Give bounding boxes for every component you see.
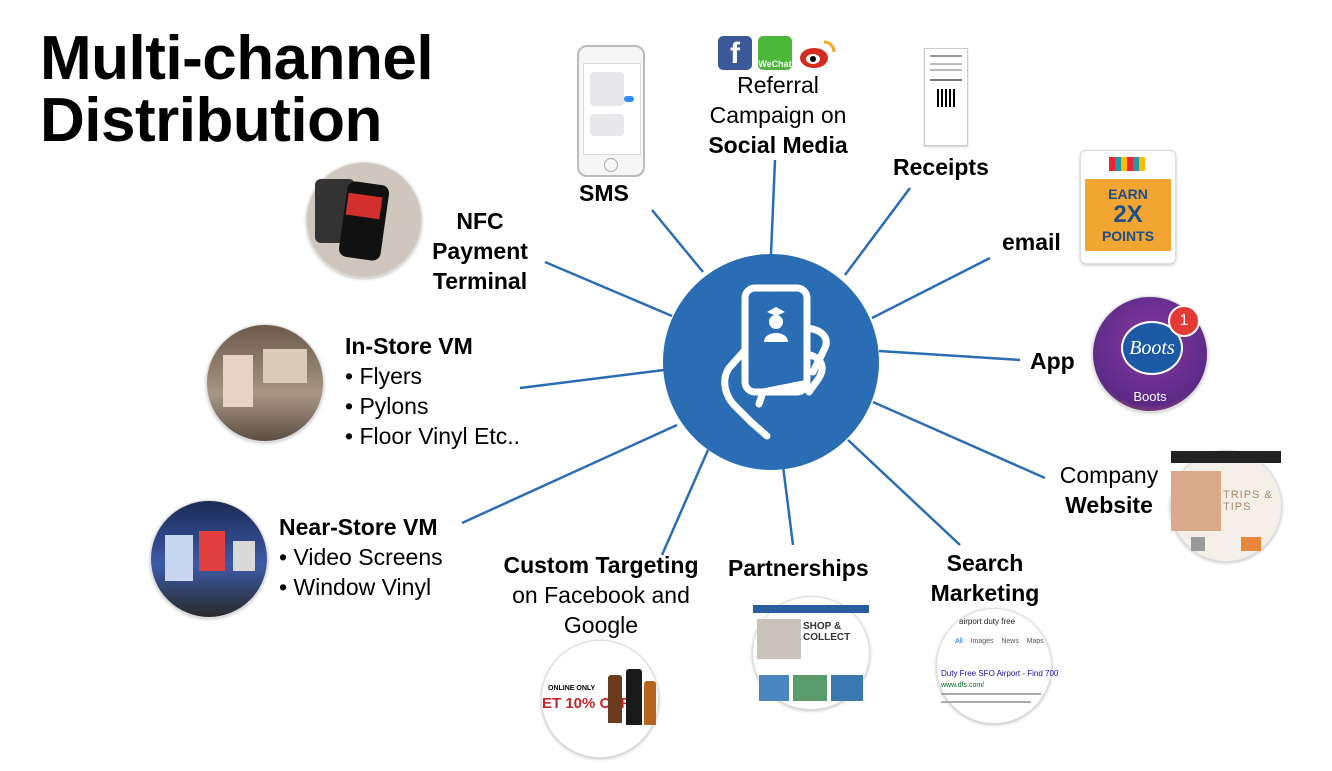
nfc-thumbnail: [306, 162, 422, 278]
wechat-icon: WeChat: [758, 36, 792, 70]
search-query: airport duty free: [959, 617, 1016, 626]
partnership-thumbnail: SHOP & COLLECT: [752, 596, 870, 710]
partnership-headline: SHOP & COLLECT: [803, 621, 851, 643]
label-nfc: NFC Payment Terminal: [432, 208, 528, 294]
label-email: email: [1002, 229, 1061, 255]
title-line-1: Multi-channel: [40, 24, 434, 93]
facebook-ad-thumbnail: ONLINE ONLY ET 10% OFF: [541, 640, 659, 758]
connector-website: [872, 400, 1046, 480]
app-notification-badge: 1: [1168, 305, 1200, 337]
label-near-store: Near-Store VM • Video Screens • Window V…: [279, 514, 443, 600]
near-store-thumbnail: [150, 500, 268, 618]
connector-in-store: [519, 368, 665, 390]
connector-partnerships: [781, 465, 795, 546]
app-icon-label: Boots: [1133, 389, 1167, 404]
connector-app: [878, 349, 1021, 362]
connector-near-store: [461, 423, 678, 525]
hand-holding-phone-icon: [721, 284, 830, 440]
weibo-icon: [798, 36, 836, 70]
facebook-ad-headline: ET 10% OFF: [542, 695, 630, 712]
label-app: App: [1030, 348, 1075, 374]
label-custom-targeting: Custom Targeting on Facebook and Google: [503, 552, 699, 638]
connector-email: [871, 256, 991, 320]
search-result-title: Duty Free SFO Airport - Find 700: [941, 669, 1059, 678]
in-store-thumbnail: [206, 324, 324, 442]
search-result-url: www.dfs.com/: [941, 682, 985, 689]
connector-nfc: [544, 260, 673, 318]
connector-custom: [660, 449, 710, 556]
label-partnerships: Partnerships: [728, 555, 869, 581]
facebook-icon: f: [718, 36, 752, 70]
sms-phone-image: [577, 45, 645, 177]
search-thumbnail: airport duty free All Images News Maps D…: [936, 608, 1059, 724]
label-in-store: In-Store VM • Flyers • Pylons • Floor Vi…: [345, 333, 521, 449]
facebook-ad-sub: ONLINE ONLY: [548, 685, 596, 692]
title-line-2: Distribution: [40, 86, 382, 155]
connector-social: [769, 159, 777, 255]
connector-receipts: [843, 187, 912, 276]
website-thumbnail: TRIPS & TIPS: [1170, 450, 1282, 562]
label-receipts: Receipts: [893, 154, 989, 180]
receipt-image: [924, 48, 968, 146]
email-promo-earn: EARN: [1108, 186, 1148, 202]
email-thumbnail: EARN 2X POINTS: [1080, 150, 1176, 264]
hub-circle: [663, 254, 879, 470]
search-tabs: All Images News Maps: [955, 638, 1044, 645]
label-social: Referral Campaign on Social Media: [708, 72, 848, 158]
connector-search: [847, 439, 961, 546]
connector-sms: [651, 209, 704, 273]
email-promo-2x: 2X: [1113, 201, 1143, 228]
label-search: Search Marketing: [930, 550, 1040, 606]
website-headline: TRIPS & TIPS: [1223, 489, 1273, 513]
email-promo-points: POINTS: [1101, 228, 1155, 244]
label-sms: SMS: [579, 180, 629, 206]
label-website: Company Website: [1059, 462, 1159, 518]
page-title: Multi-channel Distribution: [40, 24, 434, 155]
